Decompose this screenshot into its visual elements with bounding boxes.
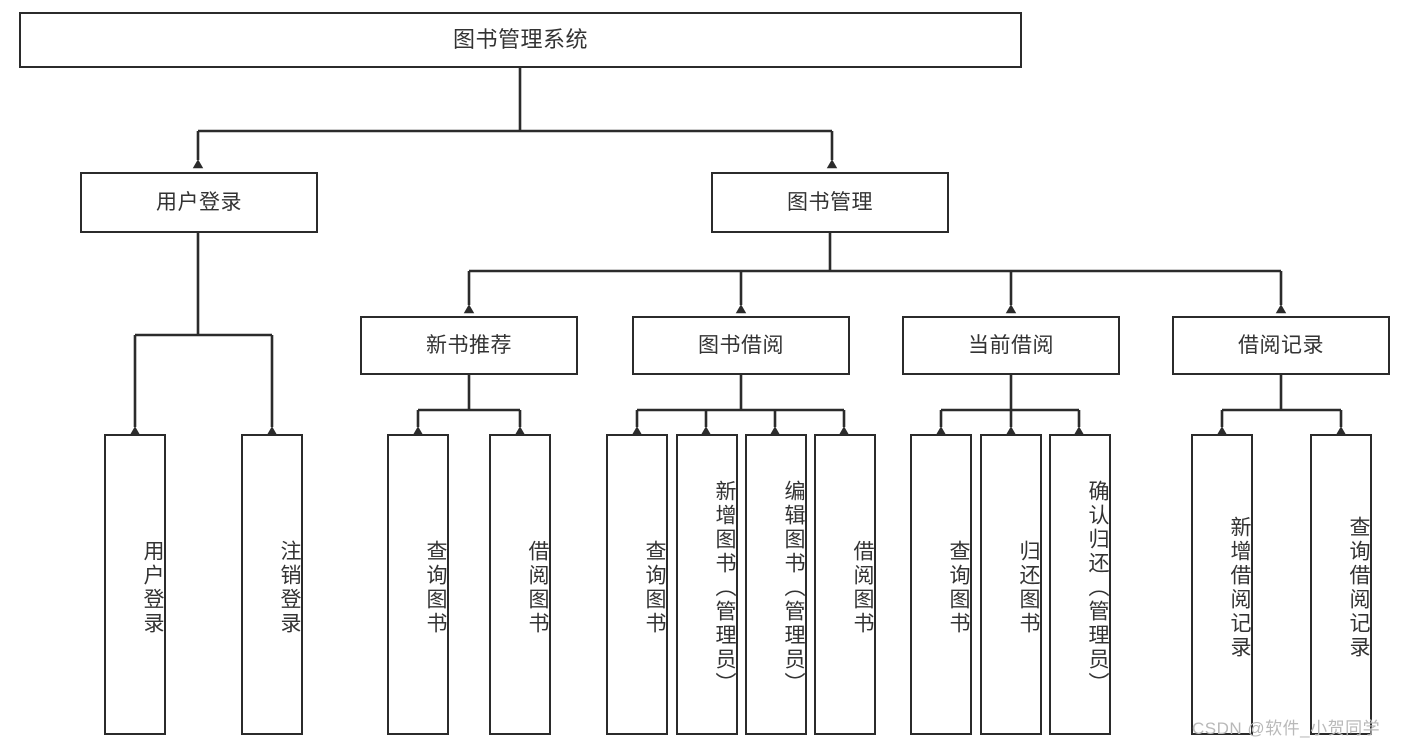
node-new-book-recommend[interactable]: 新书推荐: [360, 316, 578, 375]
node-current-borrow[interactable]: 当前借阅: [902, 316, 1120, 375]
node-leaf-borrow-book-1[interactable]: 借阅图书: [489, 434, 551, 735]
node-leaf-query-book-1[interactable]: 查询图书: [387, 434, 449, 735]
node-borrow-record[interactable]: 借阅记录: [1172, 316, 1390, 375]
node-leaf-user-logout[interactable]: 注销登录: [241, 434, 303, 735]
node-book-manage[interactable]: 图书管理: [711, 172, 949, 233]
node-leaf-borrow-book-2[interactable]: 借阅图书: [814, 434, 876, 735]
node-book-borrow[interactable]: 图书借阅: [632, 316, 850, 375]
node-leaf-return-book[interactable]: 归还图书: [980, 434, 1042, 735]
node-leaf-add-record[interactable]: 新增借阅记录: [1191, 434, 1253, 735]
node-leaf-query-book-2[interactable]: 查询图书: [606, 434, 668, 735]
node-leaf-confirm-return[interactable]: 确认归还（管理员）: [1049, 434, 1111, 735]
node-leaf-edit-book[interactable]: 编辑图书（管理员）: [745, 434, 807, 735]
node-leaf-add-book[interactable]: 新增图书（管理员）: [676, 434, 738, 735]
node-leaf-user-login[interactable]: 用户登录: [104, 434, 166, 735]
node-user-login[interactable]: 用户登录: [80, 172, 318, 233]
node-root-system[interactable]: 图书管理系统: [19, 12, 1022, 68]
node-leaf-query-record[interactable]: 查询借阅记录: [1310, 434, 1372, 735]
node-leaf-query-book-3[interactable]: 查询图书: [910, 434, 972, 735]
